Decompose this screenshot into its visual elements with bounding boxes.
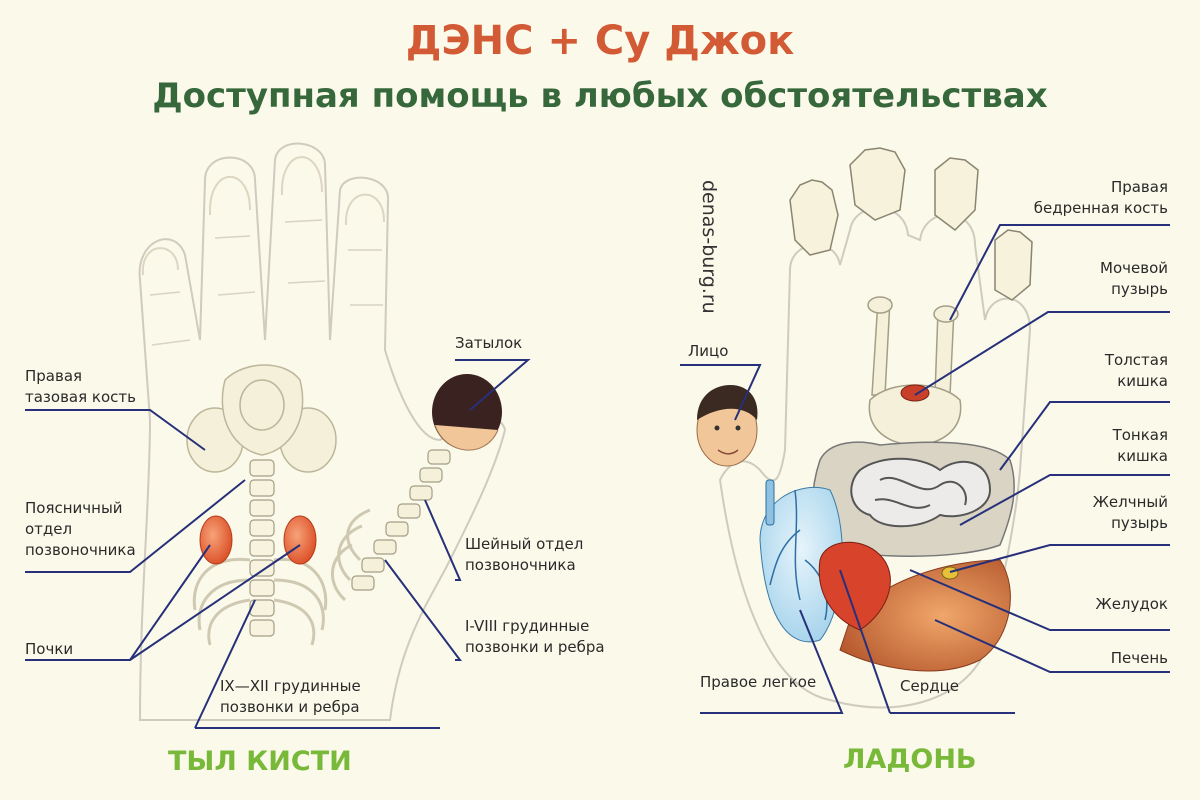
label-liver: Печень [1110, 649, 1168, 667]
gallbladder-organ [941, 566, 959, 580]
label-face: Лицо [688, 342, 729, 360]
small-intestine-organ [850, 457, 992, 528]
trachea [765, 479, 775, 526]
heart-organ [818, 541, 891, 631]
label-kidneys: Почки [25, 640, 74, 658]
watermark-site: denas-burg.ru [698, 180, 720, 314]
bladder-organ [900, 384, 930, 402]
label-occiput: Затылок [455, 334, 523, 352]
label-right-lung: Правое легкое [700, 673, 817, 691]
label-heart: Сердце [900, 677, 960, 695]
upper-ribs [330, 508, 371, 602]
back-of-hand-nails [141, 156, 386, 276]
cervical-spine [351, 449, 451, 591]
occiput-head [432, 374, 502, 451]
kidneys [199, 515, 317, 565]
spine-vertebrae [249, 459, 275, 637]
feet-at-fingertips [789, 147, 1033, 301]
liver-organ [839, 559, 1011, 672]
page-title: ДЭНС + Су Джок [405, 18, 795, 64]
section-label-palm: ЛАДОНЬ [843, 744, 977, 775]
pelvis-bones [186, 364, 337, 473]
section-label-back-of-hand: ТЫЛ КИСТИ [168, 746, 352, 777]
page-subtitle: Доступная помощь в любых обстоятельствах [152, 76, 1048, 116]
face-illustration [696, 385, 758, 467]
leader-lines [25, 224, 1170, 729]
label-stomach: Желудок [1095, 595, 1168, 613]
back-of-hand-finger-creases [149, 219, 383, 346]
lower-ribs [192, 557, 328, 646]
